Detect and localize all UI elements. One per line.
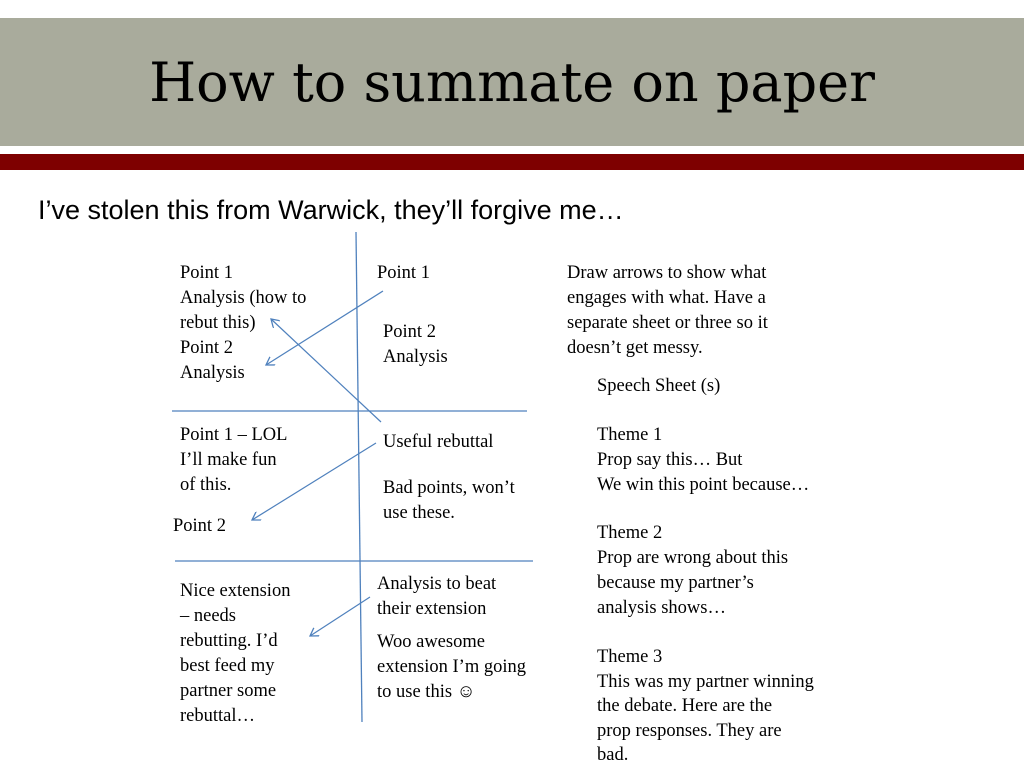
flow-left-block-line: Nice extension — [180, 581, 291, 601]
instructions-line: separate sheet or three so it — [567, 313, 768, 333]
title-divider-stripe — [0, 154, 1024, 170]
flow-left-block-line: Analysis (how to — [180, 288, 307, 308]
flow-left-block-line: rebuttal… — [180, 706, 256, 726]
slide-title: How to summate on paper — [149, 51, 875, 114]
flow-right-block-4: Bad points, won’t use these. — [383, 476, 515, 526]
speech-theme-line: This was my partner winning — [597, 671, 814, 692]
flow-left-block-4: Nice extension – needs rebutting. I’d best … — [180, 579, 290, 729]
flow-right-block-line: Woo awesome — [377, 632, 485, 652]
flow-right-block-line: use these. — [383, 503, 455, 523]
flow-left-block-line: rebutting. I’d — [180, 631, 278, 651]
speech-theme-line: the debate. Here are the — [597, 696, 773, 717]
speech-theme-line: because my partner’s — [597, 573, 754, 593]
speech-theme-line: Theme 3 — [597, 647, 663, 667]
flow-left-block-line: best feed my — [180, 656, 275, 676]
flow-right-block-2: Point 2 Analysis — [383, 320, 448, 370]
speech-theme-line: We win this point because… — [597, 475, 810, 495]
flow-right-block-line: to use this ☺ — [377, 682, 476, 702]
flow-left-block-line: Analysis — [180, 363, 245, 383]
speech-theme-line: bad. — [597, 745, 629, 766]
speech-theme-line: Theme 1 — [597, 425, 663, 445]
instructions-line: engages with what. Have a — [567, 288, 766, 308]
flow-right-block-1: Point 1 — [377, 261, 430, 286]
flow-right-block-line: Analysis to beat — [377, 574, 497, 594]
speech-theme-line: prop responses. They are — [597, 720, 782, 741]
flow-left-block-line: of this. — [180, 475, 232, 495]
speech-theme-2: Theme 2 Prop are wrong about this because … — [597, 521, 788, 621]
flow-left-block-line: Point 1 — [180, 263, 233, 283]
flow-right-block-line: extension I’m going — [377, 657, 527, 677]
arrow-analysis-to-extension — [310, 596, 371, 636]
instructions-line: doesn’t get messy. — [567, 338, 703, 358]
flow-left-block-line: I’ll make fun — [180, 450, 277, 470]
slide-subtitle: I’ve stolen this from Warwick, they’ll f… — [38, 195, 624, 225]
title-bar — [0, 18, 1024, 146]
flow-right-block-3: Useful rebuttal — [383, 430, 493, 455]
flow-right-block-line: Point 2 — [383, 322, 436, 342]
flow-left-block-3: Point 2 — [173, 514, 226, 539]
instructions-line: Draw arrows to show what — [567, 263, 767, 283]
speech-sheet-heading: Speech Sheet (s) — [597, 376, 721, 396]
speech-theme-line: Prop are wrong about this — [597, 548, 789, 568]
speech-theme-line: analysis shows… — [597, 598, 726, 618]
flow-center-divider — [355, 231, 363, 723]
speech-theme-1: Theme 1 Prop say this… But We win this poi… — [597, 423, 809, 498]
arrow-rebuttal-to-rebut-this — [271, 319, 382, 423]
flow-right-block-line: Point 1 — [377, 263, 430, 283]
flow-left-block-line: Point 2 — [180, 338, 233, 358]
flow-right-block-6: Woo awesome extension I’m going to use thi… — [377, 630, 526, 705]
flow-left-block-line: Point 1 – LOL — [180, 425, 288, 445]
flow-right-block-5: Analysis to beat their extension — [377, 572, 496, 622]
flow-right-block-line: Bad points, won’t — [383, 478, 515, 498]
speech-theme-3: Theme 3 This was my partner winning the de… — [597, 645, 814, 768]
flow-right-block-line: Useful rebuttal — [383, 432, 494, 452]
flow-left-block-line: Point 2 — [173, 516, 226, 536]
arrow-rebuttal-to-point2 — [252, 442, 377, 520]
speech-theme-line: Theme 2 — [597, 523, 663, 543]
speech-theme-line: Prop say this… But — [597, 450, 743, 470]
flow-right-block-line: their extension — [377, 599, 487, 619]
flow-left-block-line: rebut this) — [180, 313, 256, 333]
arrow-point1-to-analysis — [266, 290, 384, 365]
flow-left-block-line: – needs — [180, 606, 236, 626]
instructions-text: Draw arrows to show what engages with wha… — [567, 261, 768, 361]
flow-right-block-line: Analysis — [383, 347, 448, 367]
flow-left-block-line: partner some — [180, 681, 277, 701]
flow-left-block-1: Point 1 Analysis (how to rebut this) Point … — [180, 261, 306, 386]
flow-left-block-2: Point 1 – LOL I’ll make fun of this. — [180, 423, 287, 498]
